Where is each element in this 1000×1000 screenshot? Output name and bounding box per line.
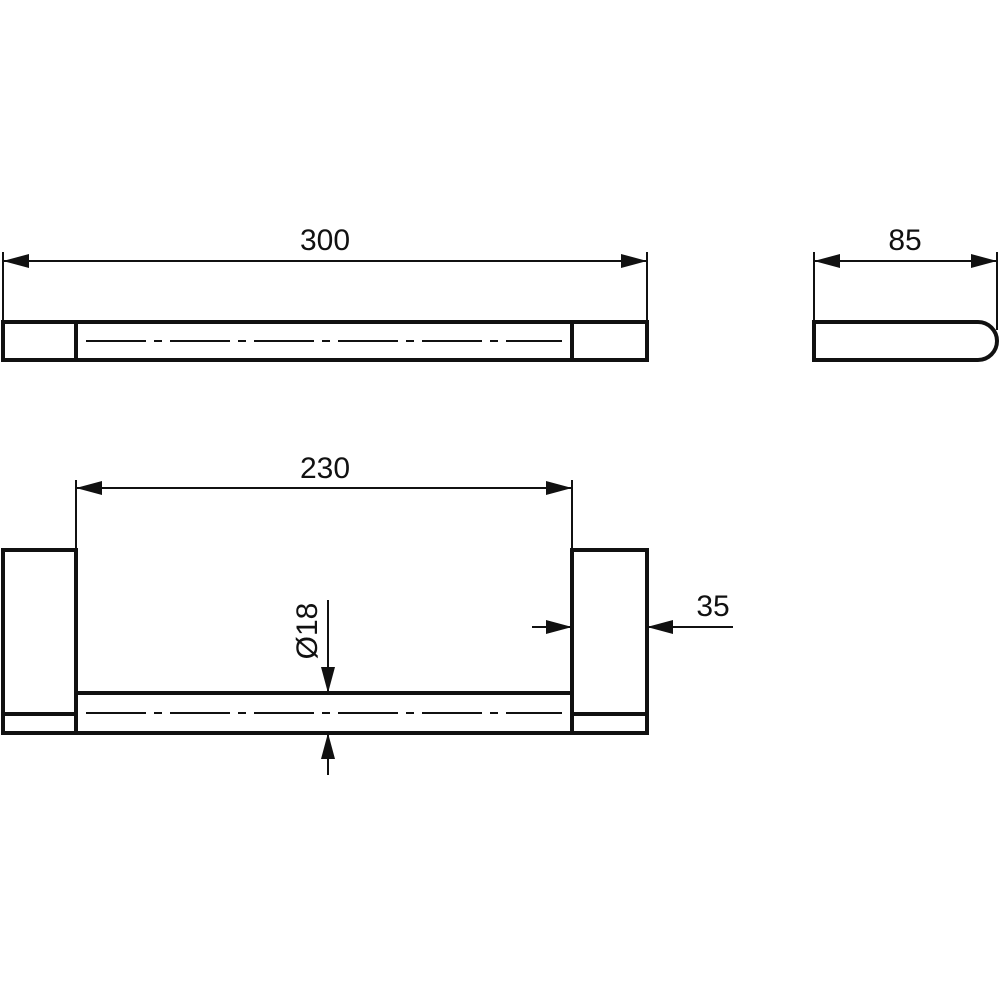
arrowhead-overall-left (3, 254, 29, 268)
arrowhead-overall-right (621, 254, 647, 268)
dimension-block-width: 35 (696, 590, 729, 623)
arrowhead-span-left (76, 481, 102, 495)
dimension-bar-diameter: Ø18 (291, 603, 324, 660)
top-view-outline (1, 320, 649, 362)
arrowhead-block-width-right (647, 620, 673, 634)
arrowhead-block-width-left (546, 620, 572, 634)
side-view: 85 (812, 224, 999, 362)
dimension-overall-length: 300 (300, 224, 350, 257)
arrowhead-span-right (546, 481, 572, 495)
arrowhead-depth-left (814, 254, 840, 268)
dimension-bar-span: 230 (300, 452, 350, 485)
left-mounting-block (1, 548, 78, 735)
side-view-profile (812, 320, 999, 362)
right-mounting-block (570, 548, 649, 735)
front-view: 230 Ø18 35 (1, 452, 733, 775)
arrowhead-depth-right (971, 254, 997, 268)
top-view: 300 (1, 224, 649, 362)
arrowhead-diameter-upper (321, 667, 335, 693)
dimension-depth: 85 (888, 224, 921, 257)
arrowhead-diameter-lower (321, 733, 335, 759)
